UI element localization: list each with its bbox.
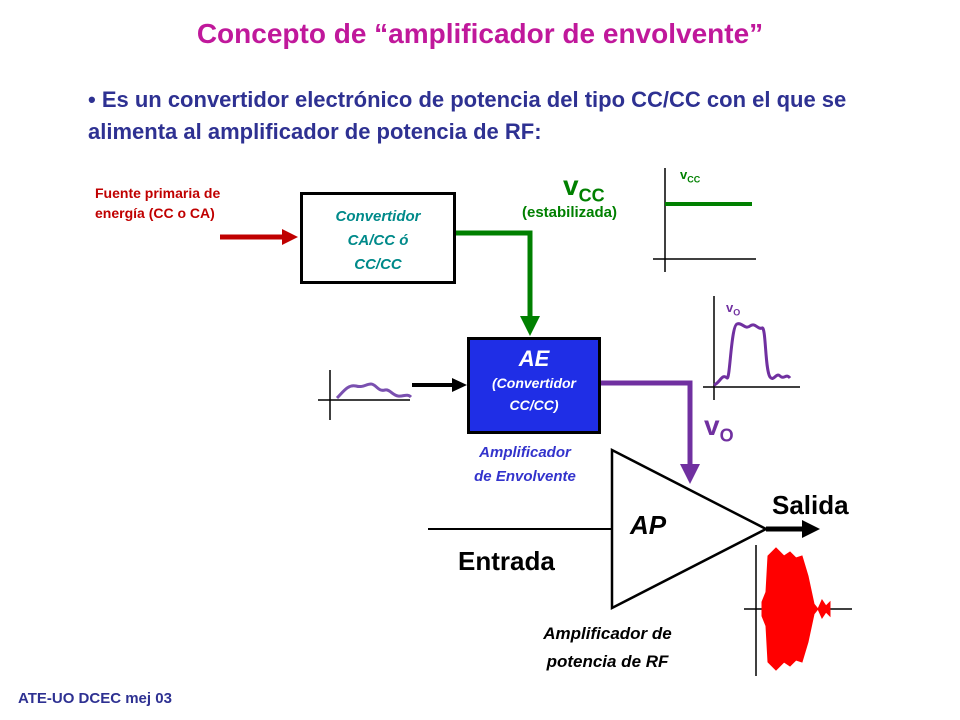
input-label: Entrada <box>458 546 555 576</box>
vcc-wire <box>456 230 533 318</box>
ae-line2: CC/CC) <box>509 397 559 413</box>
converter-line2: CA/CC ó <box>347 232 409 249</box>
ae-name: AE <box>518 346 550 371</box>
ae-caption-line1: Amplificador <box>479 444 571 461</box>
ae-block: AE (Convertidor CC/CC) <box>467 337 601 434</box>
vcc-plot-label-sub: CC <box>687 174 701 185</box>
vo-wire <box>601 380 693 466</box>
vcc-label: vCC <box>563 170 605 207</box>
vo-plot <box>703 296 800 400</box>
vcc-note: (estabilizada) <box>522 204 618 221</box>
ae-caption: Amplificador de Envolvente <box>440 441 610 489</box>
primary-source-line2: energía (CC o CA) <box>95 205 215 221</box>
ap-label: AP <box>630 510 667 540</box>
ae-line1: (Convertidor <box>492 375 576 391</box>
vo-label-base: v <box>704 410 720 441</box>
vcc-label-sub: CC <box>578 185 605 206</box>
converter-line1: Convertidor <box>335 208 421 225</box>
vo-plot-trace <box>713 322 792 387</box>
envelope-input-trace <box>335 382 413 400</box>
primary-source-label: Fuente primaria de energía (CC o CA) <box>95 183 220 223</box>
ap-caption: Amplificador de potencia de RF <box>505 620 710 676</box>
converter-line3: CC/CC <box>354 256 402 273</box>
output-label: Salida <box>772 490 849 520</box>
vcc-plot-label-base: v <box>680 167 688 182</box>
bullet-text: • Es un convertidor electrónico de poten… <box>88 87 847 144</box>
rf-output-trace <box>761 547 831 671</box>
vcc-plot <box>653 168 756 272</box>
vo-label: vO <box>704 410 734 447</box>
vcc-label-base: v <box>563 170 579 201</box>
ae-caption-line2: de Envolvente <box>474 468 576 485</box>
vcc-plot-label: vCC <box>680 167 700 185</box>
vo-plot-label-base: v <box>726 300 734 315</box>
slide-title: Concepto de “amplificador de envolvente” <box>196 18 764 49</box>
ap-caption-line2: potencia de RF <box>546 652 669 671</box>
vcc-arrow-head <box>520 316 540 336</box>
converter-block: Convertidor CA/CC ó CC/CC <box>300 192 456 284</box>
vo-plot-label-sub: O <box>733 307 741 318</box>
rf-output-plot <box>744 545 852 676</box>
envelope-input-plot <box>318 370 413 420</box>
ae-input-arrow-head <box>452 378 467 392</box>
vo-arrow-head <box>680 464 700 484</box>
ap-caption-line1: Amplificador de <box>543 624 672 643</box>
primary-source-line1: Fuente primaria de <box>95 185 221 201</box>
footer-label: ATE-UO DCEC mej 03 <box>18 690 172 707</box>
vo-label-sub: O <box>719 425 734 446</box>
vo-plot-label: vO <box>726 300 740 318</box>
rf-output-arrow-head <box>802 520 820 538</box>
source-arrow-head <box>282 229 298 245</box>
